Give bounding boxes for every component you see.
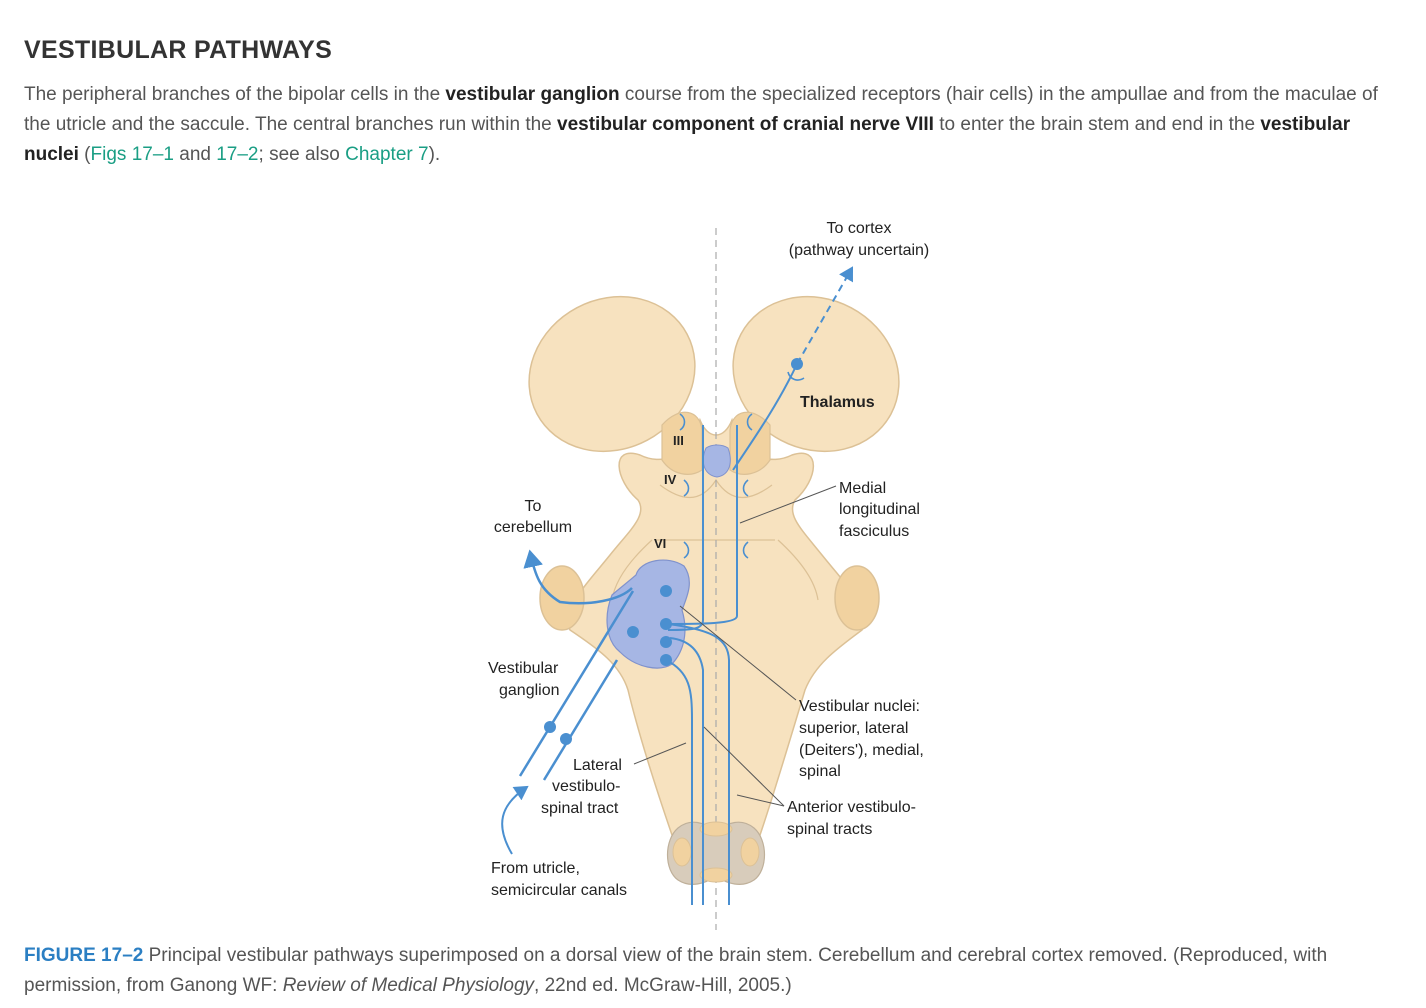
leader-lines [633, 485, 837, 807]
link-chapter-7[interactable]: Chapter 7 [345, 144, 429, 165]
label-from-utricle-line1: From utricle, [491, 860, 580, 877]
caption-book-title: Review of Medical Physiology [282, 975, 535, 996]
cerebellar-peduncle-left [539, 565, 585, 631]
spinal-cord-section [667, 821, 765, 885]
label-mlf-line1: Medial [839, 480, 886, 497]
section-heading: VESTIBULAR PATHWAYS [24, 36, 333, 64]
vestibular-nerve-2 [542, 659, 619, 781]
intro-text: course from the specialized receptors (h… [24, 84, 1378, 135]
anterior-vestibulospinal-tract-left [669, 637, 704, 905]
link-fig-17-1[interactable]: Figs 17–1 [90, 144, 174, 165]
label-vestibular-nuclei-line1: Vestibular nuclei: [799, 698, 920, 715]
label-from-utricle-line2: semicircular canals [491, 882, 627, 899]
intro-text: ; see also [258, 144, 346, 165]
cerebellar-peduncle-right [834, 565, 880, 631]
label-lateral-tract-line1: Lateral [573, 757, 622, 774]
oculomotor-nucleus [702, 444, 731, 478]
input-from-utricle [501, 785, 529, 855]
intro-text: and [173, 144, 217, 165]
anterior-vestibulospinal-tract-right [667, 623, 730, 905]
caption-text: Principal vestibular pathways superimpos… [24, 945, 1328, 996]
mlf-right-track [664, 425, 738, 625]
lateral-vestibulospinal-tract [665, 659, 693, 905]
label-mlf-line3: fasciculus [839, 523, 909, 540]
label-vestibular-nuclei-line4: spinal [799, 763, 841, 780]
label-to-cortex-line1: To cortex [827, 220, 892, 237]
figure-caption: FIGURE 17–2 Principal vestibular pathway… [24, 941, 1406, 1001]
pathway-to-cortex-dashed [796, 266, 853, 365]
neuron-bodies [544, 358, 803, 745]
label-vestibular-ganglion-line2: ganglion [499, 682, 560, 699]
intro-text: ). [428, 144, 441, 165]
caption-text: , 22nd ed. McGraw-Hill, 2005.) [534, 975, 792, 996]
label-thalamus: Thalamus [800, 394, 875, 411]
intro-text: The peripheral branches of the bipolar c… [24, 84, 446, 105]
label-nerve-iii: III [673, 433, 684, 448]
label-mlf-line2: longitudinal [839, 501, 920, 518]
term-cranial-nerve-viii: vestibular component of cranial nerve VI… [557, 114, 934, 135]
label-anterior-tracts-line2: spinal tracts [787, 821, 872, 838]
synapse-terminals [679, 371, 805, 559]
label-to-cerebellum-line1: To [525, 498, 542, 515]
intro-paragraph: The peripheral branches of the bipolar c… [24, 80, 1406, 170]
figure-number: FIGURE 17–2 [24, 945, 144, 966]
pathway-to-cerebellum [523, 549, 633, 605]
label-nerve-iv: IV [664, 472, 677, 487]
label-nerve-vi: VI [654, 536, 666, 551]
label-vestibular-ganglion-line1: Vestibular [488, 660, 559, 677]
pathway-to-cortex [732, 363, 798, 471]
link-fig-17-2[interactable]: 17–2 [216, 144, 259, 165]
pathways [501, 266, 853, 905]
label-vestibular-nuclei-line2: superior, lateral [799, 720, 908, 737]
label-vestibular-nuclei-line3: (Deiters'), medial, [799, 742, 924, 759]
label-to-cerebellum-line2: cerebellum [494, 519, 572, 536]
intro-text: ( [78, 144, 91, 165]
label-to-cortex-line2: (pathway uncertain) [789, 242, 930, 259]
vestibular-nerve-1 [518, 590, 635, 777]
label-lateral-tract-line2: vestibulo- [552, 778, 620, 795]
intro-text: to enter the brain stem and end in the [933, 114, 1261, 135]
term-vestibular-ganglion: vestibular ganglion [445, 84, 620, 105]
term-vestibular-nuclei: vestibular nuclei [24, 114, 1351, 165]
label-lateral-tract-line3: spinal tract [541, 800, 619, 817]
label-anterior-tracts-line1: Anterior vestibulo- [787, 799, 916, 816]
